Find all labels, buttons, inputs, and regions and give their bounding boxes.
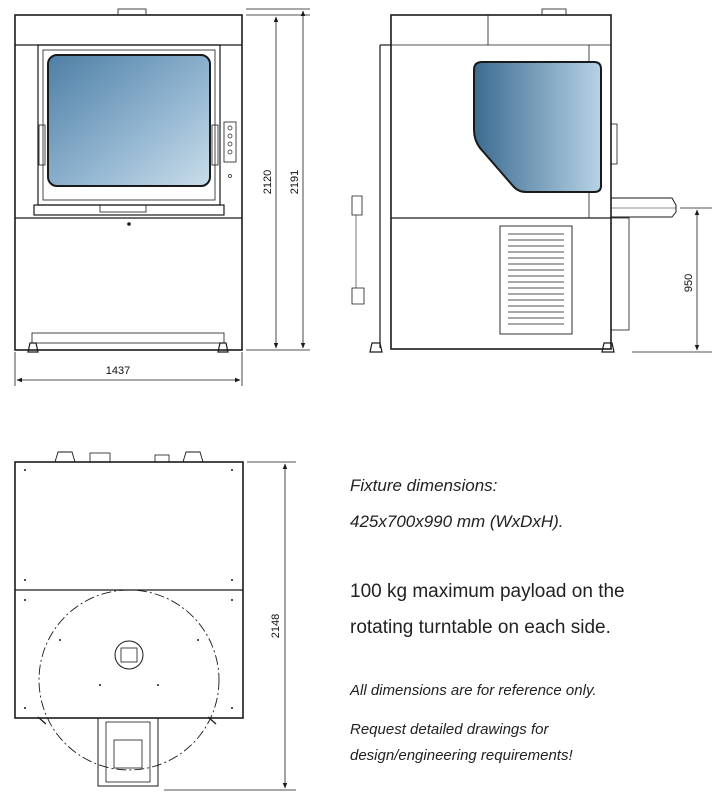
side-vent-grille	[499, 225, 573, 335]
dim-2148: 2148	[270, 614, 282, 638]
side-dimensions	[632, 207, 712, 353]
top-view	[14, 451, 244, 787]
side-view	[351, 8, 677, 353]
dim-950: 950	[683, 274, 695, 292]
top-dimensions	[164, 461, 296, 791]
dim-2191: 2191	[289, 170, 301, 194]
left-handle	[38, 124, 46, 166]
reference-note: All dimensions are for reference only.	[350, 682, 597, 699]
fixture-dimensions-label: Fixture dimensions:	[350, 476, 498, 495]
front-outer-cabinet	[14, 14, 243, 351]
top-dots	[24, 469, 233, 709]
turntable-hub	[114, 640, 144, 670]
side-right-foot	[601, 342, 615, 353]
front-top-vent	[117, 8, 147, 16]
control-panel	[223, 121, 237, 163]
front-dimensions	[14, 8, 310, 386]
dim-1437: 1437	[106, 365, 130, 377]
front-ledge	[33, 204, 225, 216]
fixture-dimensions-value: 425x700x990 mm (WxDxH).	[350, 512, 564, 531]
dim-2120: 2120	[262, 170, 274, 194]
front-base	[31, 332, 225, 344]
request-line-1: Request detailed drawings for	[350, 721, 549, 738]
side-top-vent	[541, 8, 567, 16]
front-window	[47, 54, 211, 187]
payload-line-1: 100 kg maximum payload on the	[350, 581, 625, 602]
front-left-foot	[27, 342, 39, 353]
front-view	[14, 8, 243, 353]
request-line-2: design/engineering requirements!	[350, 747, 573, 764]
front-right-foot	[217, 342, 229, 353]
side-window	[473, 61, 602, 193]
side-cabinet	[390, 14, 612, 350]
turntable-shelf	[610, 197, 677, 218]
side-left-foot	[369, 342, 383, 353]
payload-line-2: rotating turntable on each side.	[350, 617, 611, 638]
turntable-circle	[38, 589, 220, 771]
right-handle	[211, 124, 219, 166]
side-handle	[610, 123, 618, 165]
turntable-arm	[97, 717, 159, 787]
